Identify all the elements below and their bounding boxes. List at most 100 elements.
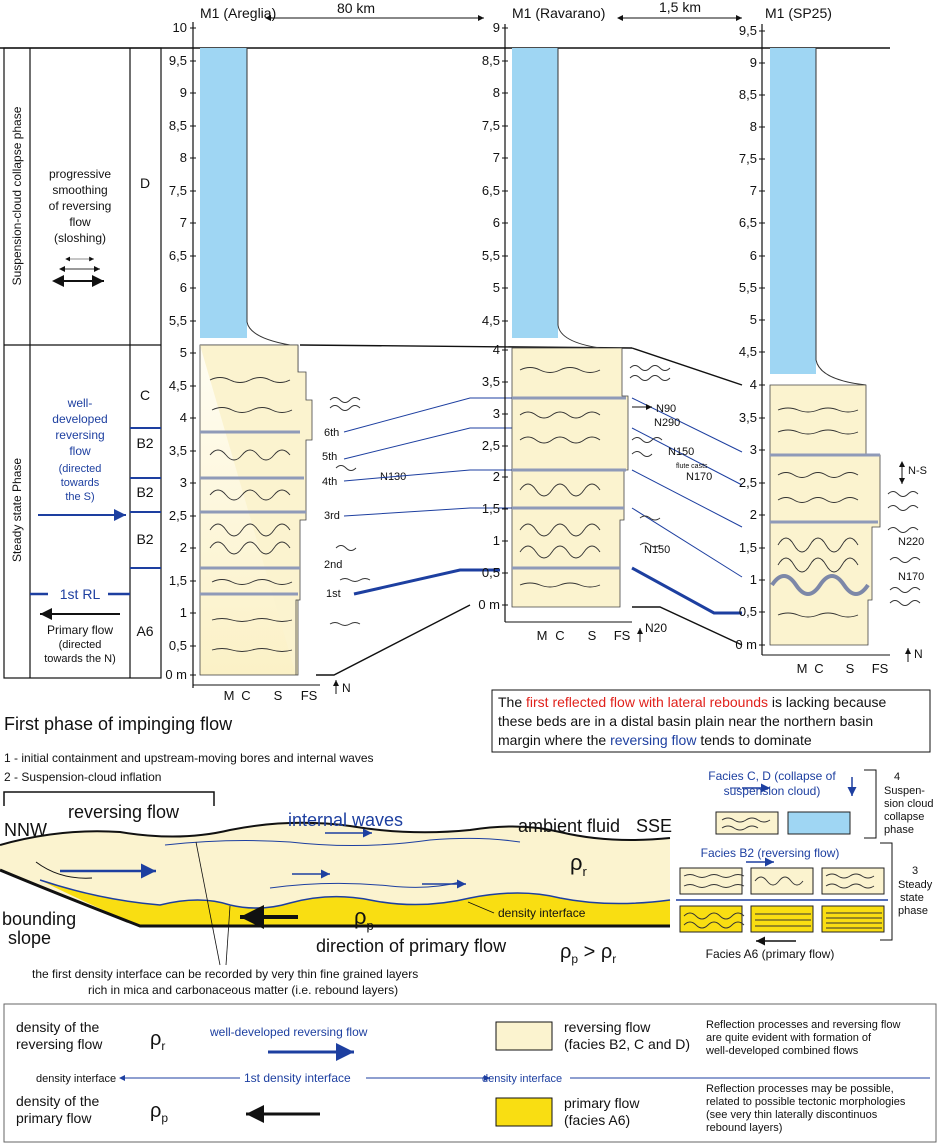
- svg-text:margin where the reversing flo: margin where the reversing flow tends to…: [498, 732, 812, 748]
- svg-text:6: 6: [180, 280, 187, 295]
- svg-text:Reflection processes and rever: Reflection processes and reversing flow: [706, 1019, 900, 1031]
- svg-text:7: 7: [493, 150, 500, 165]
- label-reversing-flow: reversing flow: [68, 802, 180, 822]
- svg-text:9,5: 9,5: [169, 53, 187, 68]
- svg-text:The first reflected flow with: The first reflected flow with lateral re…: [498, 694, 887, 710]
- svg-text:3: 3: [180, 475, 187, 490]
- svg-text:5: 5: [180, 345, 187, 360]
- svg-text:8,5: 8,5: [482, 53, 500, 68]
- svg-text:related to possible tectonic m: related to possible tectonic morphologie…: [706, 1096, 906, 1108]
- distance-1-5km: 1,5 km: [659, 0, 701, 15]
- primary-label: Primary flow: [47, 623, 113, 637]
- svg-text:2: 2: [180, 540, 187, 555]
- svg-text:collapse: collapse: [884, 811, 924, 823]
- svg-text:C: C: [555, 628, 564, 643]
- svg-text:5,5: 5,5: [169, 313, 187, 328]
- distance-80km: 80 km: [337, 0, 375, 16]
- svg-text:1: 1: [493, 533, 500, 548]
- svg-text:(see very thin laterally disco: (see very thin laterally discontinuos: [706, 1109, 878, 1121]
- section-item2: 2 - Suspension-cloud inflation: [4, 770, 161, 784]
- facies-code-c: C: [140, 387, 150, 403]
- svg-text:developed: developed: [52, 412, 107, 426]
- svg-text:2: 2: [750, 507, 757, 522]
- svg-text:(directed: (directed: [59, 639, 102, 651]
- svg-text:towards: towards: [61, 477, 100, 489]
- svg-text:phase: phase: [884, 824, 914, 836]
- svg-text:3: 3: [750, 442, 757, 457]
- svg-text:are quite evident with formati: are quite evident with formation of: [706, 1032, 872, 1044]
- rl-label: 1st RL: [60, 586, 101, 602]
- svg-text:4: 4: [894, 771, 900, 783]
- svg-text:reversing flow: reversing flow: [16, 1036, 103, 1052]
- svg-text:0,5: 0,5: [169, 638, 187, 653]
- col2-title: M1 (Ravarano): [512, 5, 605, 21]
- phase-upper-label: Suspension-cloud collapse phase: [10, 106, 24, 285]
- svg-text:5: 5: [750, 312, 757, 327]
- flute-casts: flute casts: [676, 463, 708, 470]
- svg-text:6,5: 6,5: [739, 215, 757, 230]
- col1-title: M1 (Areglia): [200, 5, 276, 21]
- svg-text:towards the N): towards the N): [44, 653, 116, 665]
- svg-text:9: 9: [180, 85, 187, 100]
- section-title: First phase of impinging flow: [4, 714, 233, 734]
- svg-text:10: 10: [173, 20, 187, 35]
- svg-text:N20: N20: [645, 621, 667, 635]
- svg-text:3: 3: [493, 406, 500, 421]
- legend-di-left: density interface: [36, 1073, 116, 1085]
- svg-text:2: 2: [493, 469, 500, 484]
- svg-text:7: 7: [750, 183, 757, 198]
- column-areglia: M1 (Areglia) 10 9,5 9 8,5 8 7,5: [165, 5, 406, 703]
- facies-code-b2b: B2: [136, 484, 153, 500]
- svg-text:smoothing: smoothing: [52, 183, 107, 197]
- svg-text:1,5: 1,5: [482, 501, 500, 516]
- svg-text:FS: FS: [872, 661, 889, 676]
- svg-text:7,5: 7,5: [482, 118, 500, 133]
- paleocurrent-n150b: N150: [644, 544, 670, 556]
- facies-a6-label: Facies A6 (primary flow): [706, 947, 835, 961]
- svg-text:(sloshing): (sloshing): [54, 231, 106, 245]
- legend-di-mid: 1st density interface: [244, 1071, 351, 1085]
- col3-title: M1 (SP25): [765, 5, 832, 21]
- svg-text:0 m: 0 m: [735, 637, 757, 652]
- svg-text:4: 4: [750, 377, 757, 392]
- facies-code-b2a: B2: [136, 435, 153, 451]
- svg-text:6: 6: [493, 215, 500, 230]
- legend-rev-arrow-label: well-developed reversing flow: [209, 1025, 368, 1039]
- svg-text:0 m: 0 m: [478, 597, 500, 612]
- svg-text:(facies A6): (facies A6): [564, 1112, 630, 1128]
- paleocurrent-n90: N90: [656, 403, 676, 415]
- svg-text:(facies B2, C and D): (facies B2, C and D): [564, 1036, 690, 1052]
- svg-text:Facies C, D (collapse of: Facies C, D (collapse of: [708, 769, 836, 783]
- svg-text:6,5: 6,5: [482, 183, 500, 198]
- correlation-lines: [299, 344, 743, 676]
- svg-text:8: 8: [493, 85, 500, 100]
- svg-text:M: M: [797, 661, 808, 676]
- svg-text:density of the: density of the: [16, 1093, 99, 1109]
- facies-code-a6: A6: [136, 623, 153, 639]
- svg-text:sion cloud: sion cloud: [884, 798, 934, 810]
- svg-text:5,5: 5,5: [739, 280, 757, 295]
- svg-text:(directed: (directed: [59, 463, 102, 475]
- svg-text:FS: FS: [614, 628, 631, 643]
- facies-b2-label: Facies B2 (reversing flow): [701, 846, 840, 860]
- svg-text:2,5: 2,5: [482, 438, 500, 453]
- svg-text:9: 9: [493, 20, 500, 35]
- column-ravarano: M1 (Ravarano) 9 8,5 8 7,5 7 6,5 6 5,5 5: [478, 5, 712, 643]
- svg-text:4: 4: [493, 342, 500, 357]
- svg-text:7,5: 7,5: [169, 183, 187, 198]
- svg-text:6: 6: [750, 248, 757, 263]
- legend-box: density of the reversing flow ρr well-de…: [3, 1003, 937, 1143]
- svg-text:well-developed combined flows: well-developed combined flows: [705, 1045, 859, 1057]
- svg-text:2,5: 2,5: [169, 508, 187, 523]
- phase-table: Suspension-cloud collapse phase Steady s…: [3, 47, 162, 679]
- rebound-2nd: 2nd: [324, 559, 342, 571]
- svg-text:S: S: [274, 688, 283, 703]
- facies-code-b2c: B2: [136, 531, 153, 547]
- svg-text:state: state: [900, 892, 924, 904]
- svg-text:density of the: density of the: [16, 1019, 99, 1035]
- note-red: first reflected flow with lateral reboun…: [526, 694, 768, 710]
- caption-line1: the first density interface can be recor…: [32, 967, 418, 981]
- svg-text:1: 1: [750, 572, 757, 587]
- svg-text:Reflection processes may be po: Reflection processes may be possible,: [706, 1083, 894, 1095]
- svg-text:7: 7: [180, 215, 187, 230]
